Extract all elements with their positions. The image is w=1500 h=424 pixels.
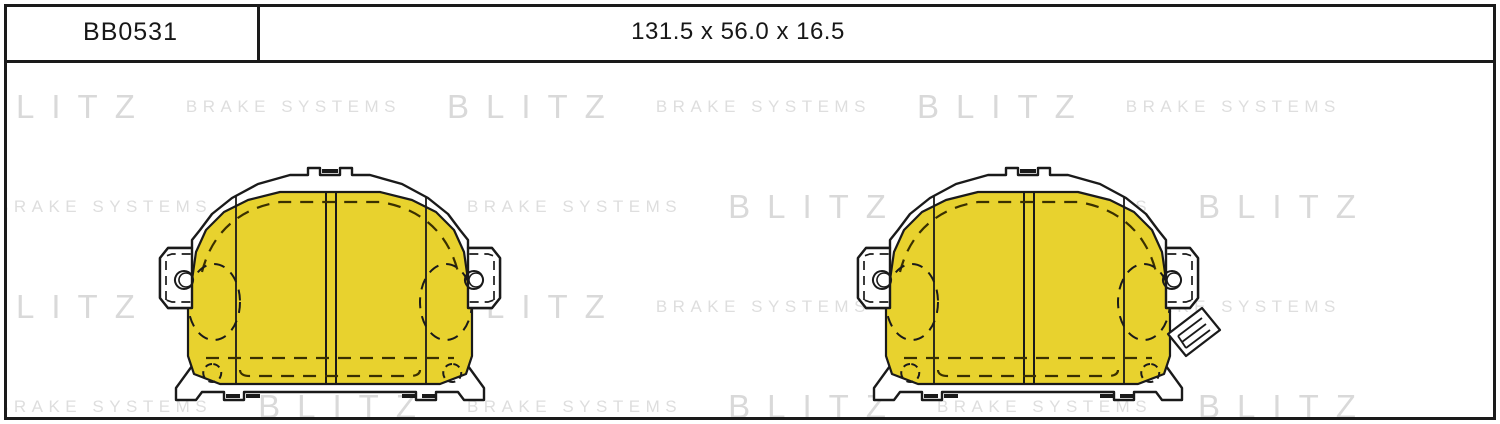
watermark-row: BRAKE SYSTEMS BLITZ BRAKE SYSTEMS BLITZ BRAK…: [7, 388, 1483, 417]
watermark-brand: BLITZ: [258, 188, 433, 225]
watermark-brand: BLITZ: [7, 88, 152, 125]
dimensions-text: 131.5 x 56.0 x 16.5: [631, 18, 845, 45]
sheet-border: [4, 4, 1496, 420]
watermark-tagline: BRAKE SYSTEMS: [466, 197, 683, 216]
watermark-brand: BLITZ: [258, 388, 433, 417]
watermark-brand: BLITZ: [916, 288, 1092, 325]
watermark-tagline: BRAKE SYSTEMS: [655, 297, 871, 316]
watermark-tagline: BRAKE SYSTEMS: [936, 197, 1153, 216]
part-code: BB0531: [83, 17, 178, 46]
watermark-tagline: BRAKE SYSTEMS: [185, 97, 401, 116]
wear-sensor-clip: [1166, 306, 1222, 358]
watermark-tagline: BRAKE SYSTEMS: [466, 397, 683, 416]
watermark-brand: BLITZ: [916, 88, 1092, 125]
watermark-row: BRAKE SYSTEMS BLITZ BRAKE SYSTEMS BLITZ BRAK…: [7, 188, 1483, 226]
watermark-brand: BLITZ: [1198, 188, 1373, 225]
watermark-tagline: BRAKE SYSTEMS: [655, 97, 871, 116]
left-brake-pad: [158, 166, 502, 402]
watermark-tagline: BRAKE SYSTEMS: [936, 397, 1153, 416]
technical-drawing: [0, 60, 1500, 424]
watermark-brand: BLITZ: [446, 288, 622, 325]
watermark-tagline: BRAKE SYSTEMS: [7, 197, 213, 216]
watermark-row: BLITZ BRAKE SYSTEMS BLITZ BRAKE SYSTEMS BLIT…: [7, 288, 1463, 326]
watermark-brand: BLITZ: [1198, 388, 1373, 417]
right-brake-pad: [856, 166, 1222, 402]
watermark-tagline: BRAKE SYSTEMS: [7, 397, 213, 416]
dimensions-cell: 131.5 x 56.0 x 16.5: [260, 4, 1496, 60]
watermark-brand: BLITZ: [7, 288, 152, 325]
watermark-tagline: BRAKE SYSTEMS: [1125, 297, 1341, 316]
watermark-tagline: BRAKE SYSTEMS: [1125, 97, 1341, 116]
watermark-tagline: BRAKE SYSTEMS: [185, 297, 401, 316]
header-table: BB0531 131.5 x 56.0 x 16.5: [4, 4, 1496, 63]
watermark-brand: BLITZ: [728, 388, 903, 417]
watermark-brand: BLITZ: [446, 88, 622, 125]
part-code-cell: BB0531: [4, 4, 260, 60]
watermark-brand: BLITZ: [728, 188, 903, 225]
watermark-row: BLITZ BRAKE SYSTEMS BLITZ BRAKE SYSTEMS BLIT…: [7, 88, 1463, 126]
